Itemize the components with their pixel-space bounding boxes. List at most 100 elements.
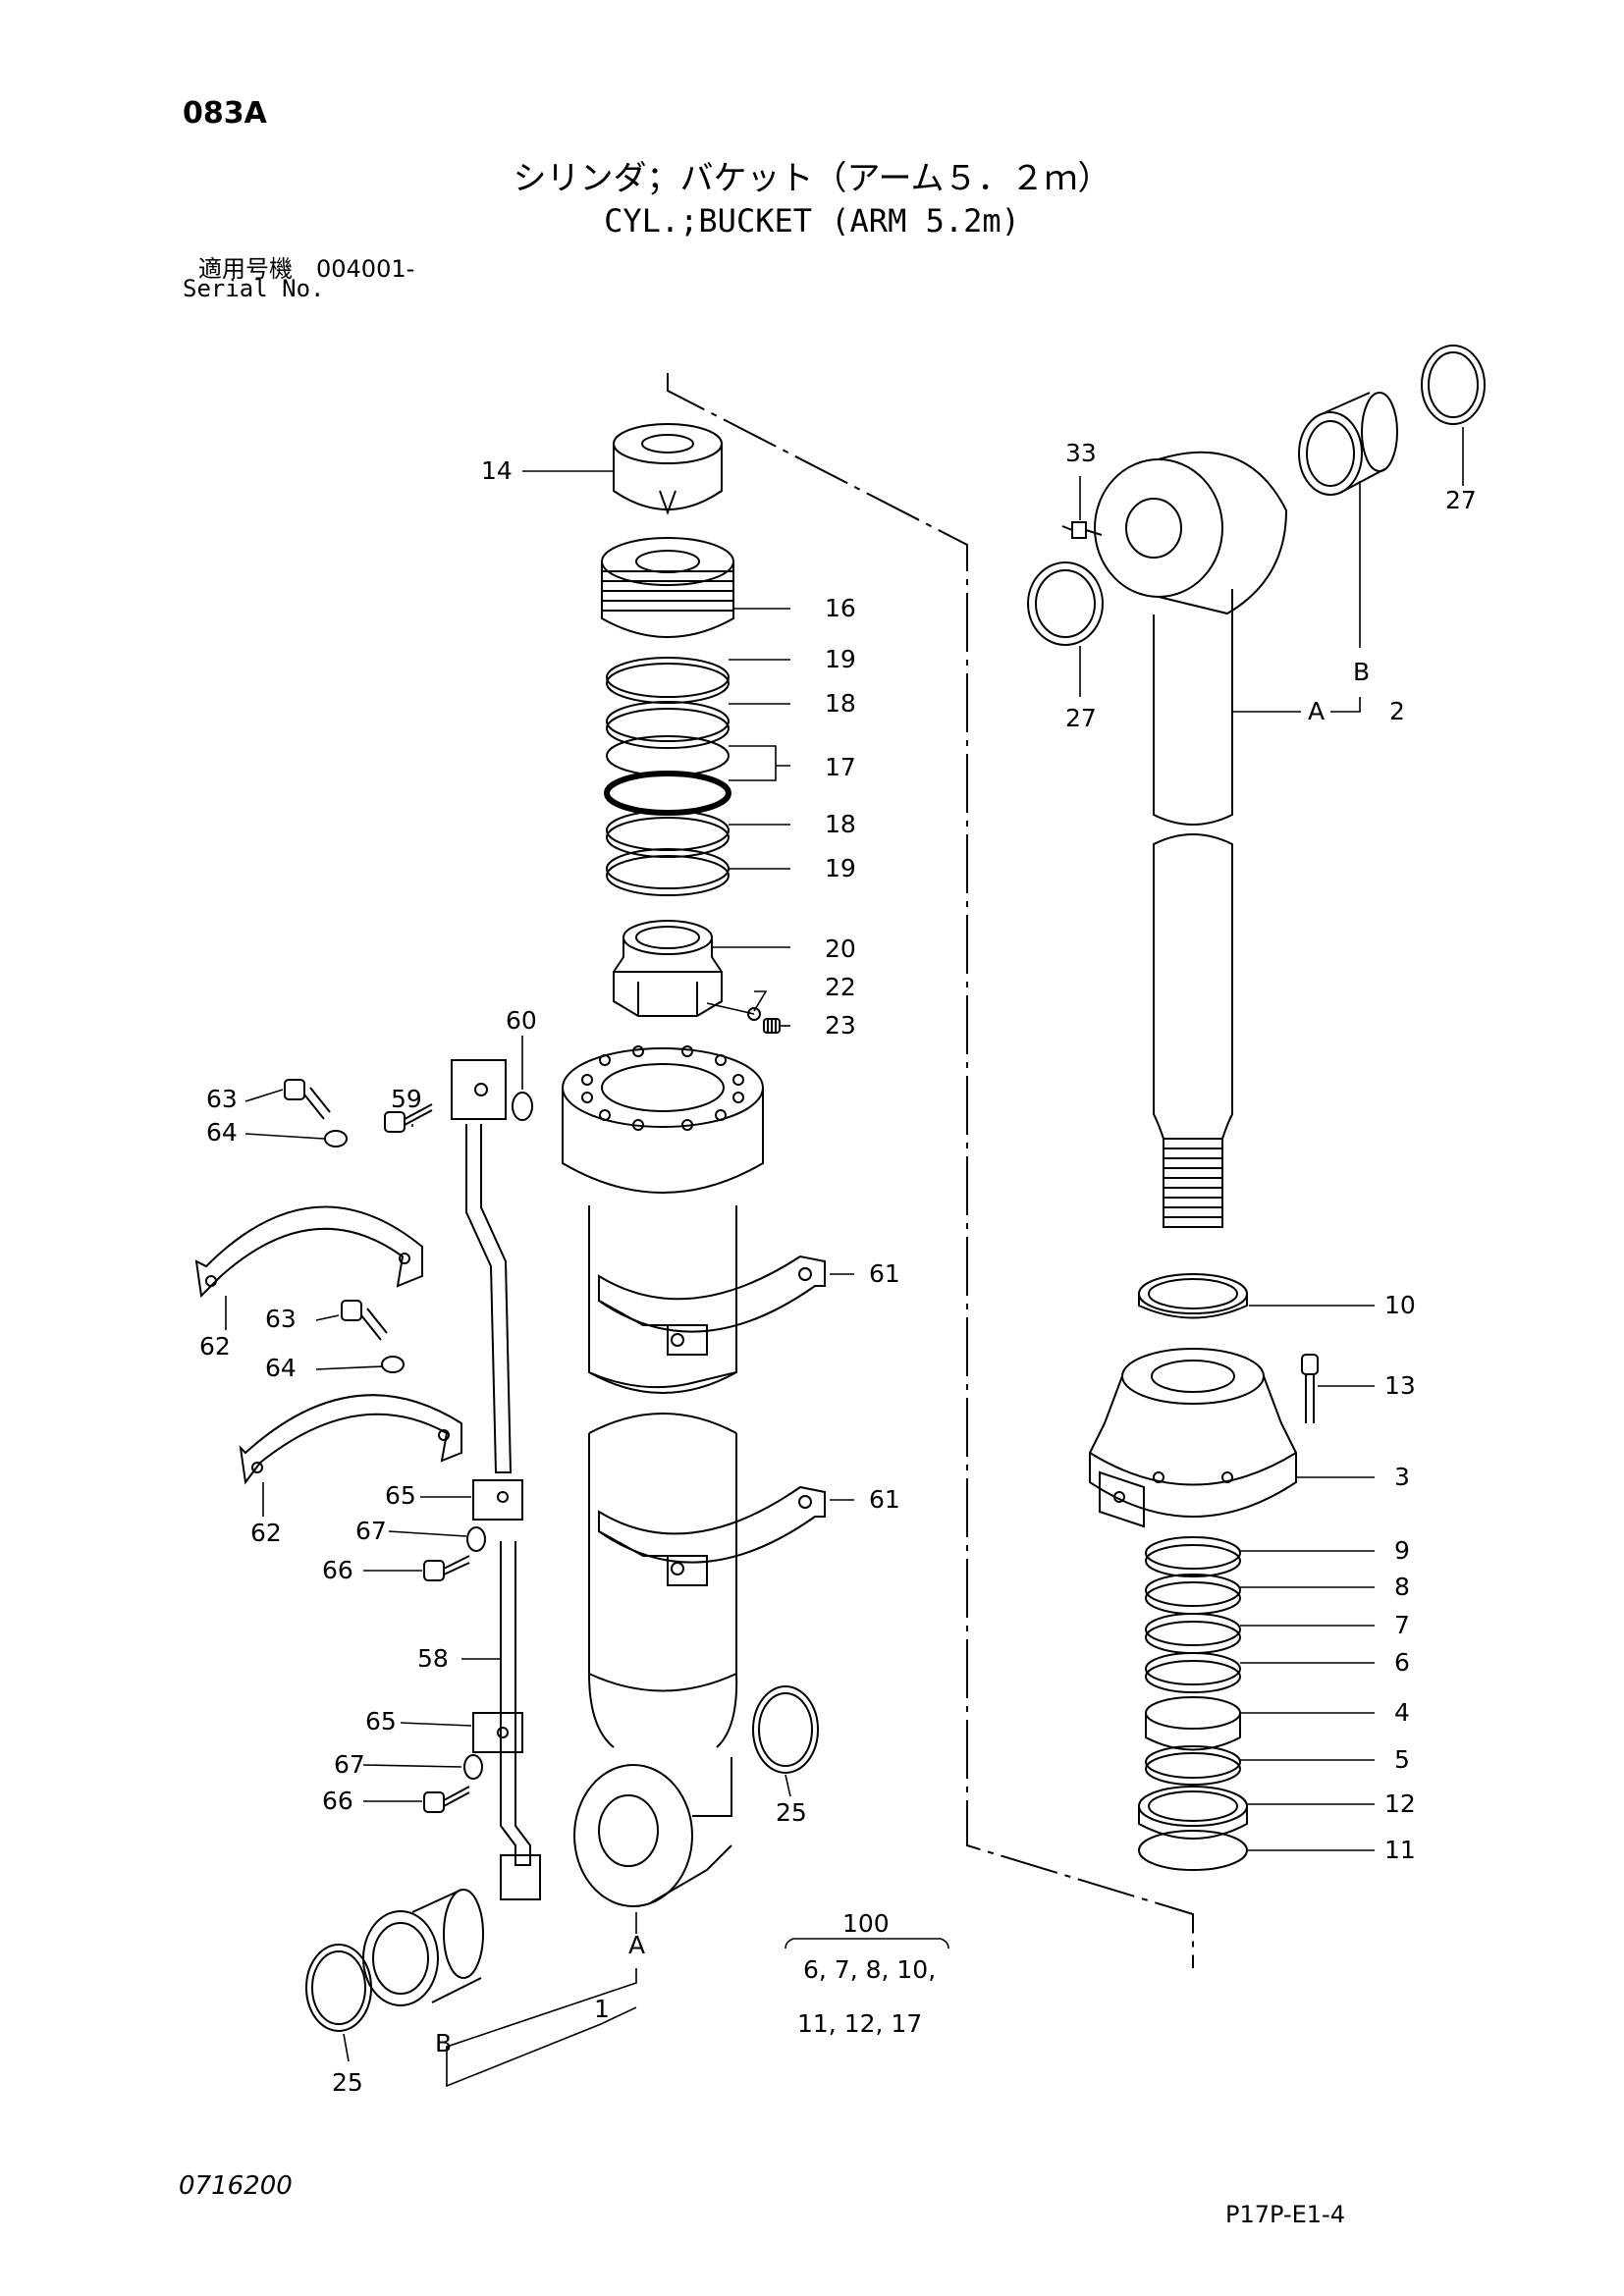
pin-bushing-left	[362, 1889, 484, 2006]
callout-33: 33	[1065, 439, 1097, 467]
callout-27-left: 27	[1065, 704, 1097, 732]
callout-7: 7	[1394, 1611, 1410, 1639]
drawing-number: 0716200	[179, 2171, 293, 2201]
part-33-grease-fitting	[1061, 521, 1103, 539]
callout-65-upper: 65	[385, 1481, 416, 1510]
callout-67-lower: 67	[334, 1750, 365, 1779]
part-16-rod-head	[601, 537, 734, 638]
callout-11: 11	[1384, 1836, 1416, 1864]
part-13-bolt	[1301, 1354, 1319, 1423]
part-11-ring	[1138, 1830, 1248, 1871]
part-20-nut	[613, 920, 723, 1017]
callout-63-lower: 63	[265, 1305, 297, 1333]
part-19-backup-ring-upper	[606, 657, 730, 704]
part-23-set-screw	[763, 1018, 781, 1034]
callout-61-lower: 61	[869, 1485, 900, 1514]
part-27-seal-left	[1027, 561, 1104, 646]
callout-13: 13	[1384, 1371, 1416, 1400]
page-code: 083A	[183, 96, 267, 131]
part-14-ring	[613, 423, 723, 515]
callout-14: 14	[481, 456, 513, 485]
serial-label-japanese: 適用号機 004001-	[198, 255, 415, 283]
part-65-block-upper	[472, 1479, 523, 1521]
callout-65-lower: 65	[365, 1707, 397, 1735]
callout-66-upper: 66	[322, 1556, 353, 1584]
callout-8: 8	[1394, 1573, 1410, 1601]
callout-25-right: 25	[776, 1798, 807, 1827]
part-9-ring	[1145, 1536, 1241, 1577]
title-english: CYL.;BUCKET (ARM 5.2m)	[604, 202, 1020, 240]
part-8-ring	[1145, 1574, 1241, 1615]
part-7-ring	[1145, 1613, 1241, 1654]
part-58-pipe-lower	[500, 1541, 541, 1900]
part-5-ring	[1145, 1745, 1241, 1786]
callout-66-lower: 66	[322, 1787, 353, 1815]
callout-B-rod: B	[1353, 658, 1370, 686]
seal-kit-number: 100	[842, 1909, 890, 1938]
part-62-clamp-upper	[194, 1205, 423, 1299]
callout-64-upper: 64	[206, 1118, 238, 1147]
part-6-ring	[1145, 1652, 1241, 1693]
serial-label-english: Serial No.	[183, 275, 325, 302]
callout-18-lower: 18	[825, 810, 856, 838]
callout-62-upper: 62	[199, 1332, 231, 1361]
part-59-bolt	[384, 1103, 433, 1133]
callout-63-upper: 63	[206, 1085, 238, 1113]
part-61-clamp-upper	[598, 1255, 826, 1356]
assembly-dashed-frame	[667, 373, 1194, 1968]
callout-9: 9	[1394, 1536, 1410, 1565]
part-27-seal-right	[1421, 345, 1486, 425]
callouts: 14 16 19 18 17 18 19 20 22 23 60 59 63 6…	[199, 439, 1477, 2097]
part-3-piston	[1089, 1348, 1297, 1528]
seal-kit-contents-line-1: 6, 7, 8, 10,	[803, 1955, 936, 1984]
part-67-oring-upper	[466, 1526, 486, 1552]
part-2-piston-rod	[1094, 451, 1288, 1228]
callout-22: 22	[825, 973, 856, 1001]
callout-18-upper: 18	[825, 689, 856, 718]
part-17-packing	[604, 735, 731, 816]
callout-25-left: 25	[332, 2068, 363, 2097]
callout-6: 6	[1394, 1648, 1410, 1677]
callout-19-lower: 19	[825, 854, 856, 882]
part-22-ball	[747, 1007, 761, 1021]
part-64-washer-lower	[381, 1356, 405, 1373]
callout-A-tube: A	[628, 1931, 645, 1959]
callout-67-upper: 67	[355, 1517, 387, 1545]
part-10-ring	[1138, 1273, 1248, 1319]
callout-19-upper: 19	[825, 645, 856, 673]
title-japanese: シリンダ；バケット（アーム５．２ｍ）	[513, 159, 1111, 198]
callout-B-tube: B	[435, 2029, 452, 2057]
rod-bushing-right	[1298, 392, 1398, 496]
callout-3: 3	[1394, 1463, 1410, 1491]
leader-lines	[225, 427, 1464, 2088]
part-12-ring	[1138, 1786, 1248, 1840]
part-4-wear-ring	[1145, 1696, 1241, 1751]
part-61-clamp-lower	[598, 1485, 826, 1586]
callout-27-right: 27	[1445, 486, 1477, 514]
part-63-bolt-upper	[284, 1079, 331, 1120]
callout-1: 1	[594, 1995, 610, 2023]
callout-12: 12	[1384, 1789, 1416, 1818]
part-62-clamp-lower	[239, 1394, 462, 1485]
callout-5: 5	[1394, 1745, 1410, 1774]
part-63-bolt-lower	[341, 1300, 388, 1341]
part-66-bolt-lower	[423, 1786, 470, 1813]
callout-58: 58	[417, 1644, 449, 1673]
part-19-backup-ring-lower	[606, 848, 730, 896]
part-64-washer-upper	[324, 1130, 348, 1148]
callout-2: 2	[1389, 697, 1405, 725]
callout-16: 16	[825, 594, 856, 622]
callout-17: 17	[825, 753, 856, 781]
part-25-seal-right	[752, 1685, 819, 1774]
part-1-cylinder-tube	[562, 1045, 764, 1907]
part-58-pipe-upper	[451, 1059, 513, 1473]
callout-10: 10	[1384, 1291, 1416, 1319]
callout-60: 60	[506, 1006, 537, 1035]
callout-4: 4	[1394, 1698, 1410, 1727]
callout-20: 20	[825, 934, 856, 963]
seal-kit-contents-line-2: 11, 12, 17	[797, 2009, 922, 2038]
part-66-bolt-upper	[423, 1555, 470, 1581]
callout-59: 59	[391, 1085, 422, 1113]
part-25-seal-left	[305, 1944, 372, 2032]
